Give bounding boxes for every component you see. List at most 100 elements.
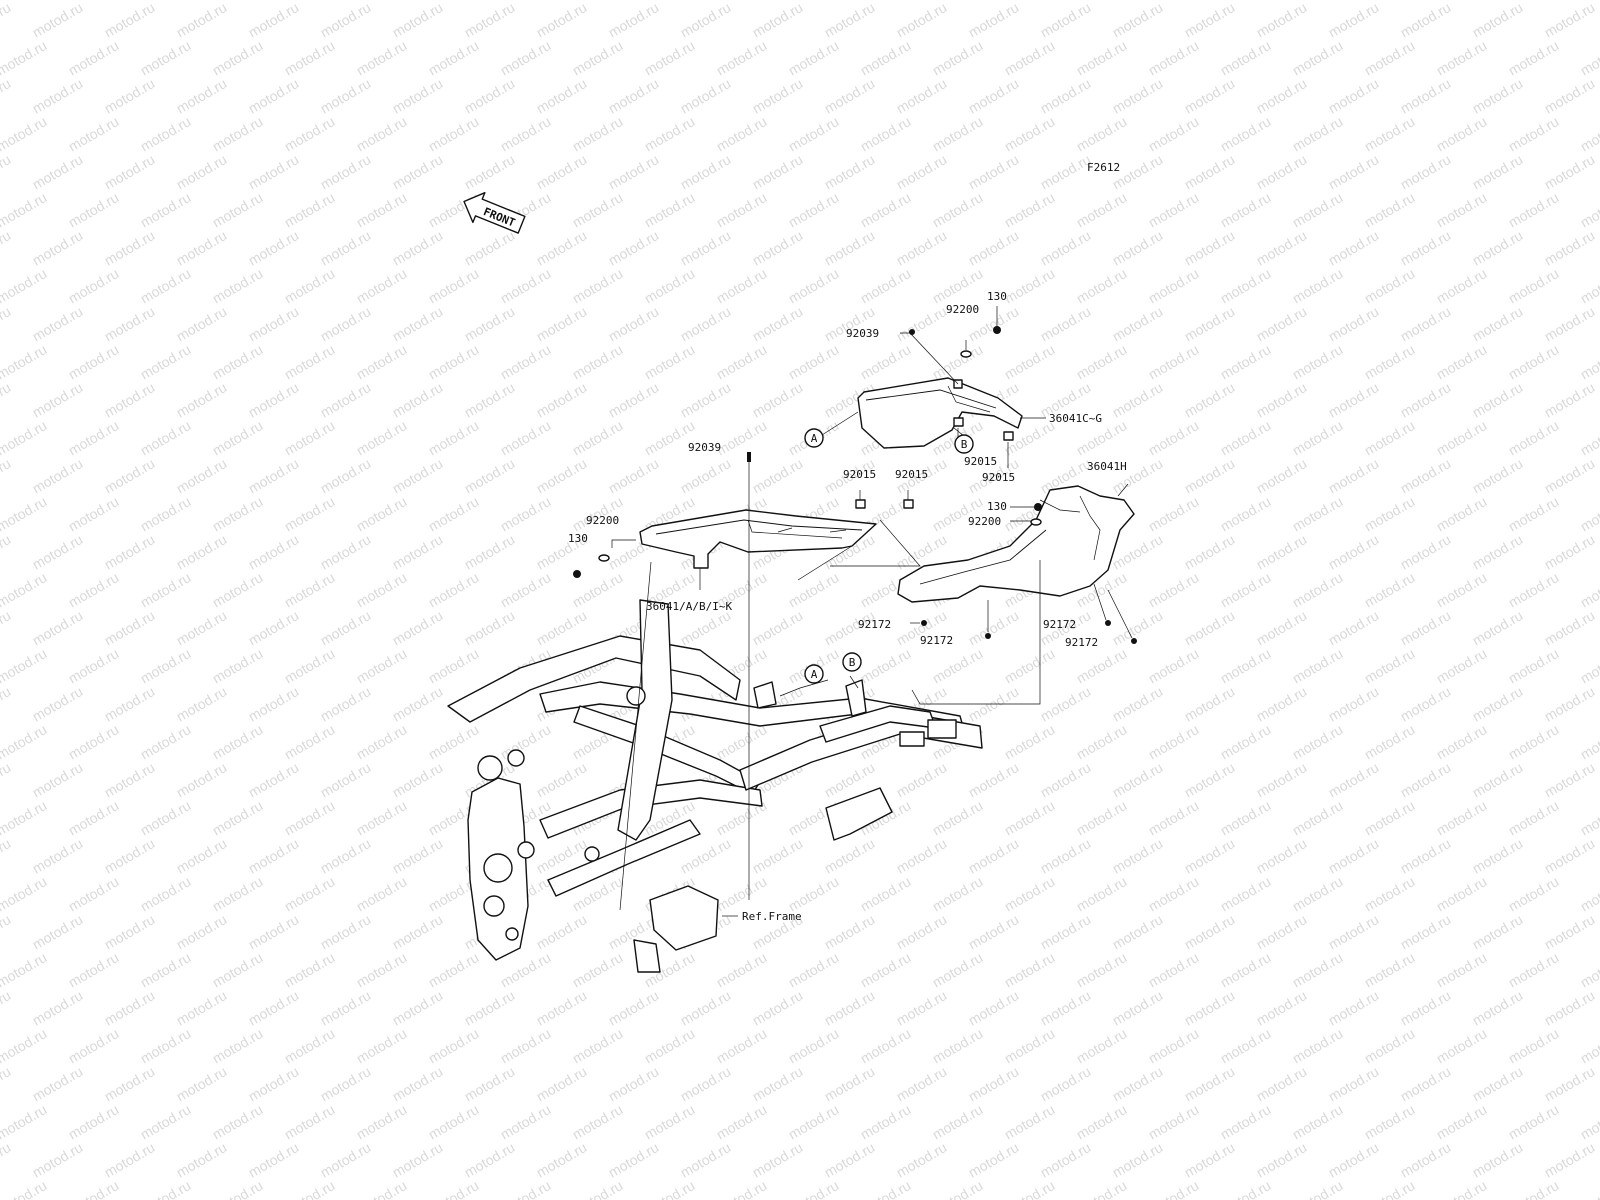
watermark-text: motod.ru bbox=[1254, 0, 1310, 41]
watermark-text: motod.ru bbox=[1074, 37, 1130, 78]
watermark-text: motod.ru bbox=[534, 607, 590, 648]
watermark-text: motod.ru bbox=[1218, 873, 1274, 914]
watermark-text: motod.ru bbox=[1110, 683, 1166, 724]
watermark-text: motod.ru bbox=[1542, 455, 1598, 496]
bolt-92172-a bbox=[921, 620, 927, 626]
watermark-text: motod.ru bbox=[1110, 835, 1166, 876]
watermark-text: motod.ru bbox=[498, 569, 554, 610]
label-92015-b1: 92015 bbox=[964, 455, 997, 468]
bolt-92172-d bbox=[1131, 638, 1137, 644]
watermark-text: motod.ru bbox=[462, 455, 518, 496]
watermark-text: motod.ru bbox=[1254, 759, 1310, 800]
bolt-92039-mid bbox=[747, 452, 751, 462]
watermark-text: motod.ru bbox=[210, 873, 266, 914]
watermark-text: motod.ru bbox=[210, 1025, 266, 1066]
watermark-text: motod.ru bbox=[30, 531, 86, 572]
watermark-text: motod.ru bbox=[786, 949, 842, 990]
watermark-text: motod.ru bbox=[966, 227, 1022, 268]
watermark-text: motod.ru bbox=[1578, 645, 1600, 686]
watermark-text: motod.ru bbox=[498, 1177, 554, 1200]
watermark-text: motod.ru bbox=[1218, 949, 1274, 990]
watermark-text: motod.ru bbox=[1326, 379, 1382, 420]
watermark-text: motod.ru bbox=[318, 455, 374, 496]
watermark-text: motod.ru bbox=[750, 379, 806, 420]
watermark-text: motod.ru bbox=[1326, 987, 1382, 1028]
watermark-text: motod.ru bbox=[678, 455, 734, 496]
watermark-text: motod.ru bbox=[1470, 835, 1526, 876]
watermark-text: motod.ru bbox=[174, 1139, 230, 1180]
clip-92015-b2 bbox=[1003, 431, 1014, 441]
label-92200-right: 92200 bbox=[968, 515, 1001, 528]
watermark-text: motod.ru bbox=[1398, 303, 1454, 344]
watermark-text: motod.ru bbox=[1146, 873, 1202, 914]
watermark-text: motod.ru bbox=[1182, 379, 1238, 420]
watermark-text: motod.ru bbox=[1290, 341, 1346, 382]
watermark-text: motod.ru bbox=[1038, 303, 1094, 344]
watermark-text: motod.ru bbox=[1002, 1177, 1058, 1200]
watermark-text: motod.ru bbox=[750, 151, 806, 192]
watermark-text: motod.ru bbox=[966, 1063, 1022, 1104]
watermark-text: motod.ru bbox=[534, 75, 590, 116]
watermark-text: motod.ru bbox=[102, 683, 158, 724]
watermark-text: motod.ru bbox=[210, 645, 266, 686]
watermark-text: motod.ru bbox=[714, 113, 770, 154]
watermark-text: motod.ru bbox=[1326, 1063, 1382, 1104]
watermark-text: motod.ru bbox=[282, 341, 338, 382]
watermark-text: motod.ru bbox=[210, 37, 266, 78]
watermark-text: motod.ru bbox=[210, 113, 266, 154]
watermark-text: motod.ru bbox=[462, 531, 518, 572]
watermark-text: motod.ru bbox=[714, 37, 770, 78]
watermark-text: motod.ru bbox=[426, 113, 482, 154]
leader-lines bbox=[611, 306, 1133, 917]
watermark-text: motod.ru bbox=[1470, 303, 1526, 344]
watermark-text: motod.ru bbox=[318, 683, 374, 724]
watermark-text: motod.ru bbox=[642, 265, 698, 306]
watermark-text: motod.ru bbox=[246, 987, 302, 1028]
watermark-text: motod.ru bbox=[426, 721, 482, 762]
watermark-text: motod.ru bbox=[570, 1025, 626, 1066]
watermark-text: motod.ru bbox=[138, 417, 194, 458]
watermark-text: motod.ru bbox=[1110, 379, 1166, 420]
watermark-text: motod.ru bbox=[1074, 797, 1130, 838]
watermark-text: motod.ru bbox=[894, 759, 950, 800]
watermark-text: motod.ru bbox=[390, 531, 446, 572]
watermark-text: motod.ru bbox=[1254, 987, 1310, 1028]
watermark-text: motod.ru bbox=[678, 607, 734, 648]
bolt-130-right bbox=[1034, 503, 1042, 511]
watermark-text: motod.ru bbox=[138, 265, 194, 306]
watermark-text: motod.ru bbox=[66, 569, 122, 610]
watermark-text: motod.ru bbox=[1002, 873, 1058, 914]
watermark-text: motod.ru bbox=[354, 417, 410, 458]
watermark-text: motod.ru bbox=[30, 227, 86, 268]
watermark-text: motod.ru bbox=[66, 873, 122, 914]
watermark-text: motod.ru bbox=[1434, 1177, 1490, 1200]
watermark-text: motod.ru bbox=[750, 455, 806, 496]
watermark-text: motod.ru bbox=[786, 341, 842, 382]
watermark-text: motod.ru bbox=[354, 265, 410, 306]
watermark-text: motod.ru bbox=[0, 987, 13, 1028]
watermark-text: motod.ru bbox=[174, 987, 230, 1028]
watermark-text: motod.ru bbox=[822, 911, 878, 952]
watermark-text: motod.ru bbox=[894, 835, 950, 876]
watermark-text: motod.ru bbox=[246, 75, 302, 116]
watermark-text: motod.ru bbox=[1074, 721, 1130, 762]
watermark-text: motod.ru bbox=[534, 759, 590, 800]
watermark-text: motod.ru bbox=[1110, 607, 1166, 648]
watermark-text: motod.ru bbox=[750, 1063, 806, 1104]
watermark-text: motod.ru bbox=[1326, 683, 1382, 724]
watermark-text: motod.ru bbox=[930, 341, 986, 382]
watermark-text: motod.ru bbox=[0, 911, 13, 952]
watermark-text: motod.ru bbox=[1074, 265, 1130, 306]
watermark-text: motod.ru bbox=[498, 721, 554, 762]
watermark-text: motod.ru bbox=[318, 607, 374, 648]
watermark-text: motod.ru bbox=[282, 721, 338, 762]
watermark-text: motod.ru bbox=[570, 37, 626, 78]
watermark-text: motod.ru bbox=[1290, 721, 1346, 762]
watermark-text: motod.ru bbox=[1146, 417, 1202, 458]
watermark-text: motod.ru bbox=[318, 0, 374, 41]
watermark-text: motod.ru bbox=[750, 987, 806, 1028]
watermark-text: motod.ru bbox=[282, 417, 338, 458]
watermark-text: motod.ru bbox=[498, 265, 554, 306]
watermark-text: motod.ru bbox=[102, 379, 158, 420]
watermark-text: motod.ru bbox=[174, 911, 230, 952]
